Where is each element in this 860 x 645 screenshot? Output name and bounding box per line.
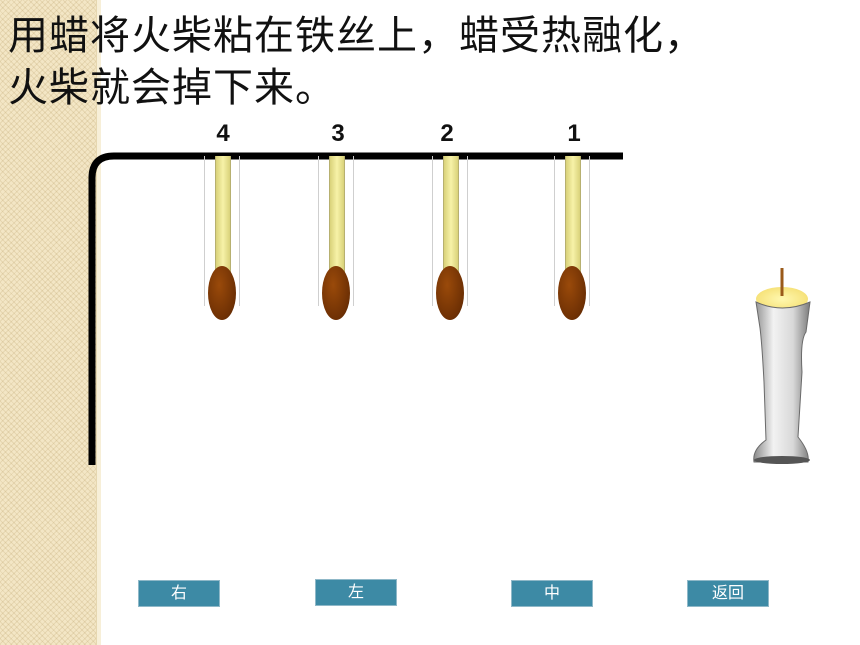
wax-outline bbox=[353, 156, 354, 306]
match-head bbox=[436, 266, 464, 320]
wax-outline bbox=[204, 156, 205, 306]
wax-outline bbox=[467, 156, 468, 306]
match-number-3: 3 bbox=[331, 120, 345, 147]
wax-outline bbox=[554, 156, 555, 306]
match-number-2: 2 bbox=[440, 120, 454, 147]
match-2 bbox=[432, 156, 468, 322]
wax-outline bbox=[318, 156, 319, 306]
candle bbox=[753, 268, 811, 464]
match-head bbox=[322, 266, 350, 320]
side-divider bbox=[96, 0, 101, 645]
iron-wire-stand bbox=[88, 152, 623, 465]
match-1 bbox=[554, 156, 590, 322]
match-number-1: 1 bbox=[567, 120, 581, 147]
title-line-1: 用蜡将火柴粘在铁丝上，蜡受热融化， bbox=[8, 13, 705, 59]
match-head bbox=[208, 266, 236, 320]
decorative-side-strip bbox=[0, 0, 96, 645]
match-head bbox=[558, 266, 586, 320]
match-3 bbox=[318, 156, 354, 322]
middle-button[interactable]: 中 bbox=[511, 580, 593, 607]
wax-outline bbox=[589, 156, 590, 306]
flame-icon bbox=[756, 287, 808, 311]
left-button[interactable]: 左 bbox=[315, 579, 397, 606]
wax-outline bbox=[432, 156, 433, 306]
match-4 bbox=[204, 156, 240, 322]
page-title: 用蜡将火柴粘在铁丝上，蜡受热融化， 火柴就会掉下来。 bbox=[8, 10, 848, 114]
match-stick bbox=[215, 156, 231, 276]
match-number-4: 4 bbox=[216, 120, 230, 147]
match-stick bbox=[565, 156, 581, 276]
match-stick bbox=[329, 156, 345, 276]
wax-outline bbox=[239, 156, 240, 306]
match-stick bbox=[443, 156, 459, 276]
right-button[interactable]: 右 bbox=[138, 580, 220, 607]
back-button[interactable]: 返回 bbox=[687, 580, 769, 607]
title-line-2: 火柴就会掉下来。 bbox=[8, 65, 336, 111]
